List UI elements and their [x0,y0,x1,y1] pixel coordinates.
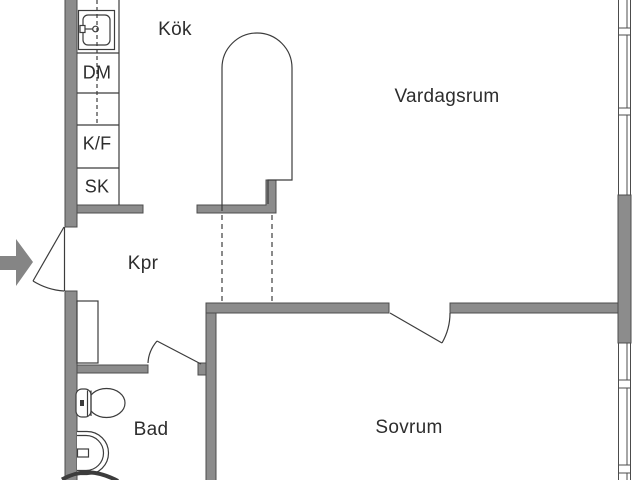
bathroom-door [147,340,202,365]
window-mullion [618,27,631,36]
kitchen-cabinets [77,0,120,205]
door-leaf [156,340,202,365]
wall-left-upper [64,0,78,228]
door-swing-arc [32,280,65,292]
wall-bedroom-vertical [205,302,217,480]
passage-opening-dashed [221,215,273,302]
wall-bathroom-top [76,364,149,374]
walls [64,0,632,480]
wall-bedroom-top-left [205,302,390,314]
toilet-icon [75,387,126,419]
entrance-door [32,226,66,292]
wardrobe-icon [76,300,99,364]
wall-right-middle [617,194,632,344]
room-label-kok: Kök [158,19,192,40]
wall-bedroom-top-right [449,302,619,314]
bathtub-icon [60,470,119,480]
unit-label-closet: SK [84,176,110,197]
door-swing-arc [441,312,451,344]
room-label-sovrum: Sovrum [375,417,443,438]
wall-bathroom-door-post [197,362,207,376]
room-label-bad: Bad [133,419,169,440]
window-mullion [618,464,631,474]
door-leaf [389,312,443,344]
kitchen-sink-icon [77,9,116,51]
kitchen-door-swing-arch [221,32,293,211]
unit-label-dishwasher: DM [82,62,112,83]
unit-label-fridge-freezer: K/F [82,133,112,154]
door-swing-arc [147,340,158,364]
window-mullion [618,379,631,389]
door-leaf [32,226,65,282]
window-livingroom [618,0,631,196]
room-label-vardagsrum: Vardagsrum [394,86,500,107]
wall-kitchen-west [76,204,144,214]
room-label-kpr: Kpr [127,253,159,274]
window-bedroom [618,342,631,480]
windows [618,0,631,480]
window-mullion [618,107,631,116]
bedroom-door [389,312,451,344]
entrance-arrow-icon [0,239,33,286]
wall-kitchen-east [196,179,277,214]
washbasin-icon [76,430,110,476]
wall-left-lower [64,290,78,480]
